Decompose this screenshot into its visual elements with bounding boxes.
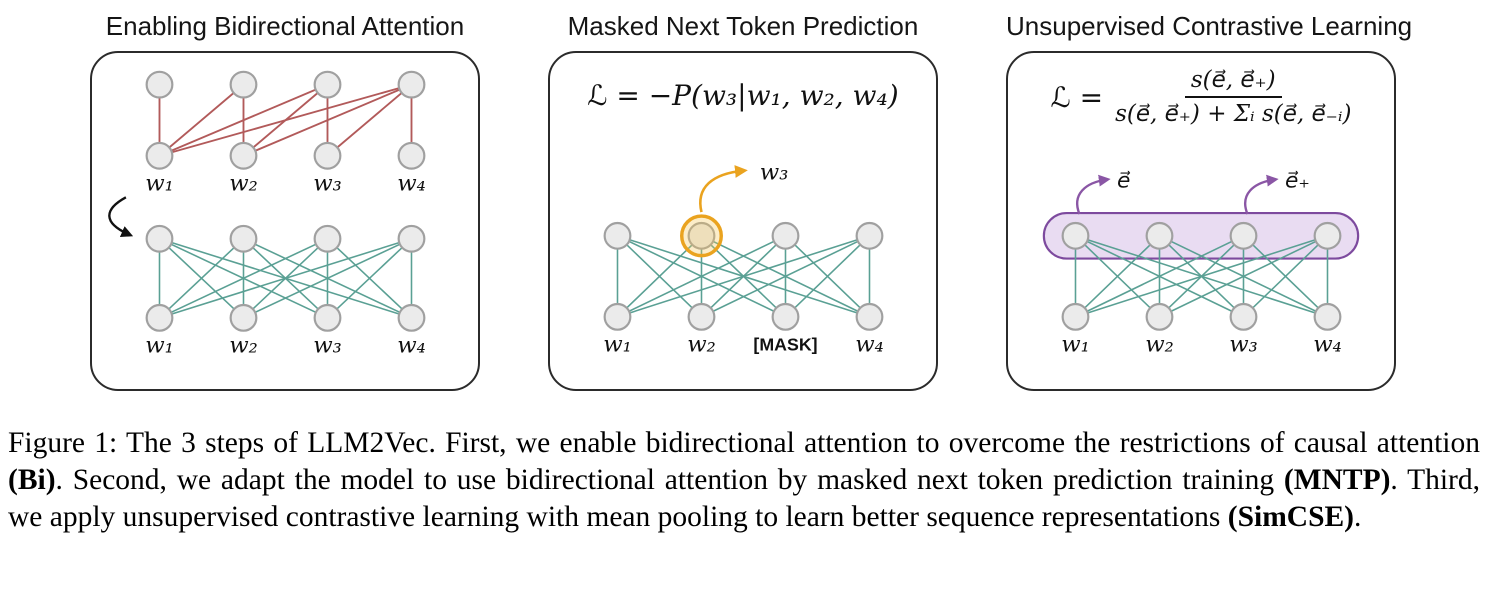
token-label-mask: [MASK] xyxy=(753,334,817,354)
mask-prediction-highlight-ring xyxy=(680,214,723,258)
figure-panels: Enabling Bidirectional Attention w₁ w₂ w… xyxy=(90,10,1413,391)
token-label-w1: w₁ xyxy=(1061,331,1090,357)
token-node xyxy=(1229,221,1258,250)
bidirectional-attention-edges xyxy=(616,235,871,318)
token-node xyxy=(1061,221,1090,250)
caption-text-4: . xyxy=(1353,501,1362,533)
output-node-row xyxy=(1061,221,1342,250)
token-label-w4: w₄ xyxy=(855,331,884,357)
token-node xyxy=(1313,221,1342,250)
token-node xyxy=(397,141,426,170)
token-label-w3: w₃ xyxy=(313,332,342,358)
token-label-w1: w₁ xyxy=(145,170,174,196)
panel-title: Unsupervised Contrastive Learning xyxy=(1006,11,1413,41)
token-node xyxy=(603,302,632,331)
token-node xyxy=(771,302,800,331)
embedding-label: e⃗ xyxy=(1117,168,1131,193)
prediction-arrow xyxy=(699,165,748,213)
token-label-w4: w₄ xyxy=(1313,331,1342,357)
simcse-loss-formula: ℒ = s(e⃗, e⃗₊) s(e⃗, e⃗₊) + Σᵢ s(e⃗, e⃗₋… xyxy=(1008,67,1394,127)
token-label-w1: w₁ xyxy=(603,331,632,357)
token-label-w2: w₂ xyxy=(229,170,258,196)
token-node xyxy=(397,70,426,99)
causal-attention-edges xyxy=(158,83,413,157)
token-node xyxy=(145,303,174,332)
token-node xyxy=(229,70,258,99)
caption-bold-mntp: (MNTP) xyxy=(1283,464,1391,496)
token-node xyxy=(313,70,342,99)
token-label-w3: w₃ xyxy=(313,170,342,196)
token-node xyxy=(687,302,716,331)
loss-lhs: ℒ = xyxy=(1050,80,1104,114)
positive-embedding-arrow xyxy=(1244,174,1279,215)
token-node xyxy=(229,224,258,253)
panel-unsupervised-contrastive-learning: Unsupervised Contrastive Learning ℒ = s(… xyxy=(1006,10,1413,391)
token-node xyxy=(603,221,632,250)
token-node xyxy=(1061,302,1090,331)
panel-masked-next-token-prediction: Masked Next Token Prediction ℒ = −P(w₃|w… xyxy=(548,10,938,391)
token-node xyxy=(145,224,174,253)
token-node xyxy=(313,141,342,170)
panel-title: Masked Next Token Prediction xyxy=(567,11,919,41)
embedding-arrow xyxy=(1076,174,1111,215)
token-label-w4: w₄ xyxy=(397,170,426,196)
bidirectional-input-node-row xyxy=(145,303,426,332)
token-node xyxy=(145,141,174,170)
caption-text-2: . Second, we adapt the model to use bidi… xyxy=(55,464,1284,496)
token-node xyxy=(1313,302,1342,331)
token-label-w3: w₃ xyxy=(1229,331,1258,357)
caption-bold-simcse: (SimCSE) xyxy=(1227,501,1354,533)
token-node xyxy=(855,302,884,331)
bidirectional-attention-edges xyxy=(158,238,413,319)
mntp-diagram: w₃ w₁ w₂ [MASK] w₄ xyxy=(603,159,884,357)
panel-title: Enabling Bidirectional Attention xyxy=(105,11,465,41)
token-node xyxy=(855,221,884,250)
predicted-token-label: w₃ xyxy=(760,159,789,185)
loss-fraction: s(e⃗, e⃗₊) s(e⃗, e⃗₊) + Σᵢ s(e⃗, e⃗₋ᵢ) xyxy=(1115,67,1351,127)
token-node xyxy=(1145,221,1174,250)
panel-box: ℒ = s(e⃗, e⃗₊) s(e⃗, e⃗₊) + Σᵢ s(e⃗, e⃗₋… xyxy=(1006,51,1396,391)
simcse-diagram: e⃗ e⃗₊ w₁ w₂ w₃ w₄ xyxy=(1042,168,1360,357)
input-node-row xyxy=(603,302,884,331)
token-label-w4: w₄ xyxy=(397,332,426,358)
token-node xyxy=(313,303,342,332)
token-node xyxy=(145,70,174,99)
token-label-w2: w₂ xyxy=(1145,331,1174,357)
token-node xyxy=(1229,302,1258,331)
causal-input-node-row xyxy=(145,141,426,170)
output-node-row xyxy=(603,221,884,250)
bidirectional-output-node-row xyxy=(145,224,426,253)
loss-denominator: s(e⃗, e⃗₊) + Σᵢ s(e⃗, e⃗₋ᵢ) xyxy=(1115,101,1352,127)
caption-text-3: . Third, we apply unsupervised contrasti… xyxy=(8,464,1480,533)
panel-box: w₁ w₂ w₃ w₄ w₁ w₂ w₃ w₄ xyxy=(90,51,480,391)
mean-pooling-region xyxy=(1042,212,1360,260)
token-node xyxy=(313,224,342,253)
token-node xyxy=(229,141,258,170)
token-node xyxy=(397,224,426,253)
token-label-w1: w₁ xyxy=(145,332,174,358)
bidirectional-attention-diagram: w₁ w₂ w₃ w₄ w₁ w₂ w₃ w₄ xyxy=(108,70,426,358)
causal-output-node-row xyxy=(145,70,426,99)
token-node xyxy=(1145,302,1174,331)
token-node xyxy=(229,303,258,332)
token-label-w2: w₂ xyxy=(687,331,716,357)
caption-bold-bi: (Bi) xyxy=(8,464,56,496)
token-label-w2: w₂ xyxy=(229,332,258,358)
caption-text-1: Figure 1: The 3 steps of LLM2Vec. First,… xyxy=(8,427,1480,459)
positive-embedding-label: e⃗₊ xyxy=(1285,168,1310,193)
panel-enabling-bidirectional-attention: Enabling Bidirectional Attention w₁ w₂ w… xyxy=(90,10,480,391)
mntp-loss-formula: ℒ = −P(w₃|w₁, w₂, w₄) xyxy=(587,79,899,112)
causal-to-bidirectional-arrow xyxy=(108,196,134,238)
figure-caption: Figure 1: The 3 steps of LLM2Vec. First,… xyxy=(8,425,1480,536)
token-node xyxy=(397,303,426,332)
token-node xyxy=(771,221,800,250)
input-node-row xyxy=(1061,302,1342,331)
panel-box: ℒ = −P(w₃|w₁, w₂, w₄) w₃ w₁ w₂ [MASK] w₄ xyxy=(548,51,938,391)
token-node xyxy=(687,221,716,250)
loss-numerator: s(e⃗, e⃗₊) xyxy=(1184,67,1282,98)
